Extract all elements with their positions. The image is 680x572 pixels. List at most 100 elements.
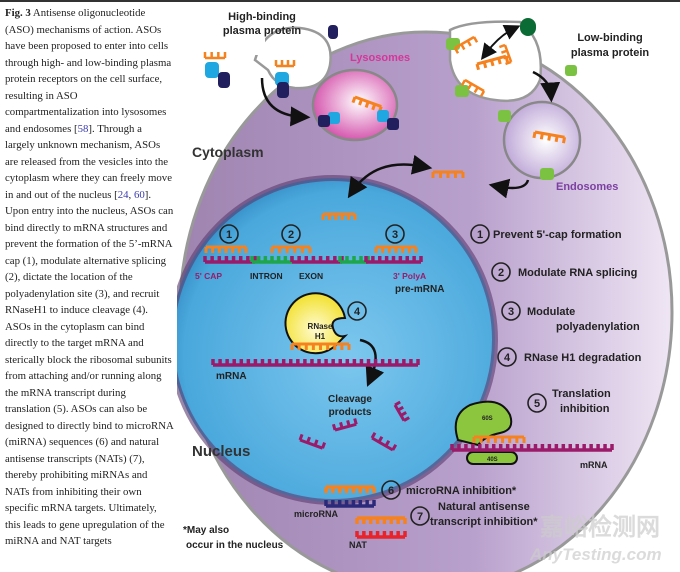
low-binding-label: plasma protein — [571, 47, 650, 59]
mechanism-number-circle — [491, 262, 511, 282]
receptor-high-binding — [328, 25, 338, 39]
arrow-to-endosome — [532, 70, 561, 103]
microrna-label: microRNA — [294, 509, 339, 519]
separator: , — [128, 188, 134, 201]
aso-strand — [460, 78, 486, 97]
endosome — [502, 100, 582, 180]
caption-text: Antisense oligonucleotide (ASO) mechanis… — [5, 7, 172, 135]
receptor-low-binding — [565, 65, 577, 76]
ribosome-mrna-label: mRNA — [580, 460, 608, 470]
aso-strand — [355, 516, 407, 524]
bracket: [ — [73, 122, 78, 135]
cleavage-label: Cleavage — [328, 394, 372, 405]
cleavage-fragment — [298, 433, 327, 450]
aso-strand — [203, 52, 227, 60]
pre-mrna-label: pre-mRNA — [395, 284, 444, 295]
ribosome-60s-label: 60S — [482, 416, 493, 422]
cleavage-fragment — [370, 432, 398, 452]
aso-strand — [475, 54, 509, 71]
high-binding-protein — [377, 110, 389, 122]
pre-mrna-strand — [364, 256, 423, 264]
aso-strand — [498, 43, 513, 66]
citation-link[interactable]: 60 — [133, 188, 145, 201]
mechanism-label: transcript inhibition* — [430, 516, 538, 528]
mechanism-number-circle — [501, 301, 521, 321]
aso-strand — [453, 35, 479, 54]
aso-strand — [270, 245, 312, 253]
endosomes-label: Endosomes — [556, 181, 618, 193]
mechanism-label: Prevent 5'-cap formation — [493, 229, 622, 241]
mechanism-label: microRNA inhibition* — [406, 485, 517, 497]
arrow-to-lysosome — [260, 77, 311, 127]
citation-link[interactable]: 58 — [77, 122, 89, 135]
step-number: 1 — [477, 229, 483, 241]
figure-caption: Fig. 3 Antisense oligonucleotide (ASO) m… — [5, 5, 174, 550]
mrna-strand — [211, 359, 420, 367]
step-number-circle — [385, 224, 405, 244]
receptor-low-binding — [455, 85, 469, 97]
cleavage-label: products — [329, 407, 372, 418]
step-number-circle — [281, 224, 301, 244]
mrna-label: mRNA — [216, 371, 247, 382]
nat-strand — [355, 531, 407, 539]
aso-strand — [290, 342, 351, 350]
nucleus-label: Nucleus — [192, 443, 250, 460]
mechanism-label: Natural antisense — [438, 501, 530, 513]
step-number-circle — [219, 224, 239, 244]
footnote: occur in the nucleus — [186, 540, 284, 551]
mechanism-number-circle — [527, 393, 547, 413]
aso-strand — [351, 95, 383, 113]
pre-mrna-strand — [203, 256, 257, 264]
nat-label: NAT — [349, 540, 367, 550]
lysosomes-label: Lysosomes — [350, 52, 410, 64]
top-rule — [0, 0, 680, 2]
citation-link[interactable]: 24 — [117, 188, 129, 201]
intron-strand — [338, 256, 370, 264]
step-number: 2 — [498, 267, 504, 279]
mechanism-number-circle — [497, 347, 517, 367]
polya-label: 3' PolyA — [393, 271, 426, 281]
mechanism-label: inhibition — [560, 403, 610, 415]
mechanism-label: RNase H1 degradation — [524, 352, 642, 364]
step-number: 7 — [417, 511, 423, 523]
cleavage-fragment — [393, 400, 410, 422]
caption-text: . Through a largely unknown mechanism, A… — [5, 122, 172, 201]
mechanism-label: Modulate RNA splicing — [518, 267, 637, 279]
low-binding-label: Low-binding — [577, 32, 642, 44]
mechanism-number-circle — [410, 506, 430, 526]
intron-strand — [250, 256, 294, 264]
mechanism-number-circle — [381, 480, 401, 500]
receptor-high-binding — [387, 118, 399, 130]
aso-strand — [274, 60, 296, 68]
footnote: *May also — [183, 525, 229, 536]
aso-strand — [532, 130, 567, 144]
intron-label: INTRON — [250, 271, 283, 281]
high-binding-protein — [205, 62, 219, 78]
arrow-cytoplasm-nucleus — [347, 154, 433, 199]
mechanism-label: Translation — [552, 388, 611, 400]
cleavage-fragment — [331, 418, 358, 432]
receptor-high-binding — [318, 115, 330, 127]
cap-label: 5' CAP — [195, 271, 222, 281]
arrow-cleavage — [359, 338, 385, 387]
step-number: 4 — [504, 352, 511, 364]
step-number: 1 — [226, 229, 232, 241]
rnase-h1-enzyme — [284, 292, 349, 355]
receptor-low-binding — [446, 38, 460, 50]
aso-strand — [431, 170, 465, 178]
figure-label: Fig. 3 — [5, 7, 31, 19]
step-number: 2 — [288, 229, 294, 241]
watermark: 嘉峪检测网 — [540, 513, 660, 541]
receptor-high-binding — [277, 82, 289, 98]
rnase-label: RNase — [308, 322, 333, 331]
aso-strand — [204, 245, 248, 253]
aso-strand — [472, 435, 526, 443]
high-binding-label: plasma protein — [223, 25, 302, 37]
translation-mrna-strand — [450, 444, 614, 452]
receptor-low-binding — [540, 168, 554, 180]
arrow-endosome-release — [488, 178, 530, 199]
outside-region — [177, 3, 265, 55]
lysosome — [311, 68, 399, 142]
